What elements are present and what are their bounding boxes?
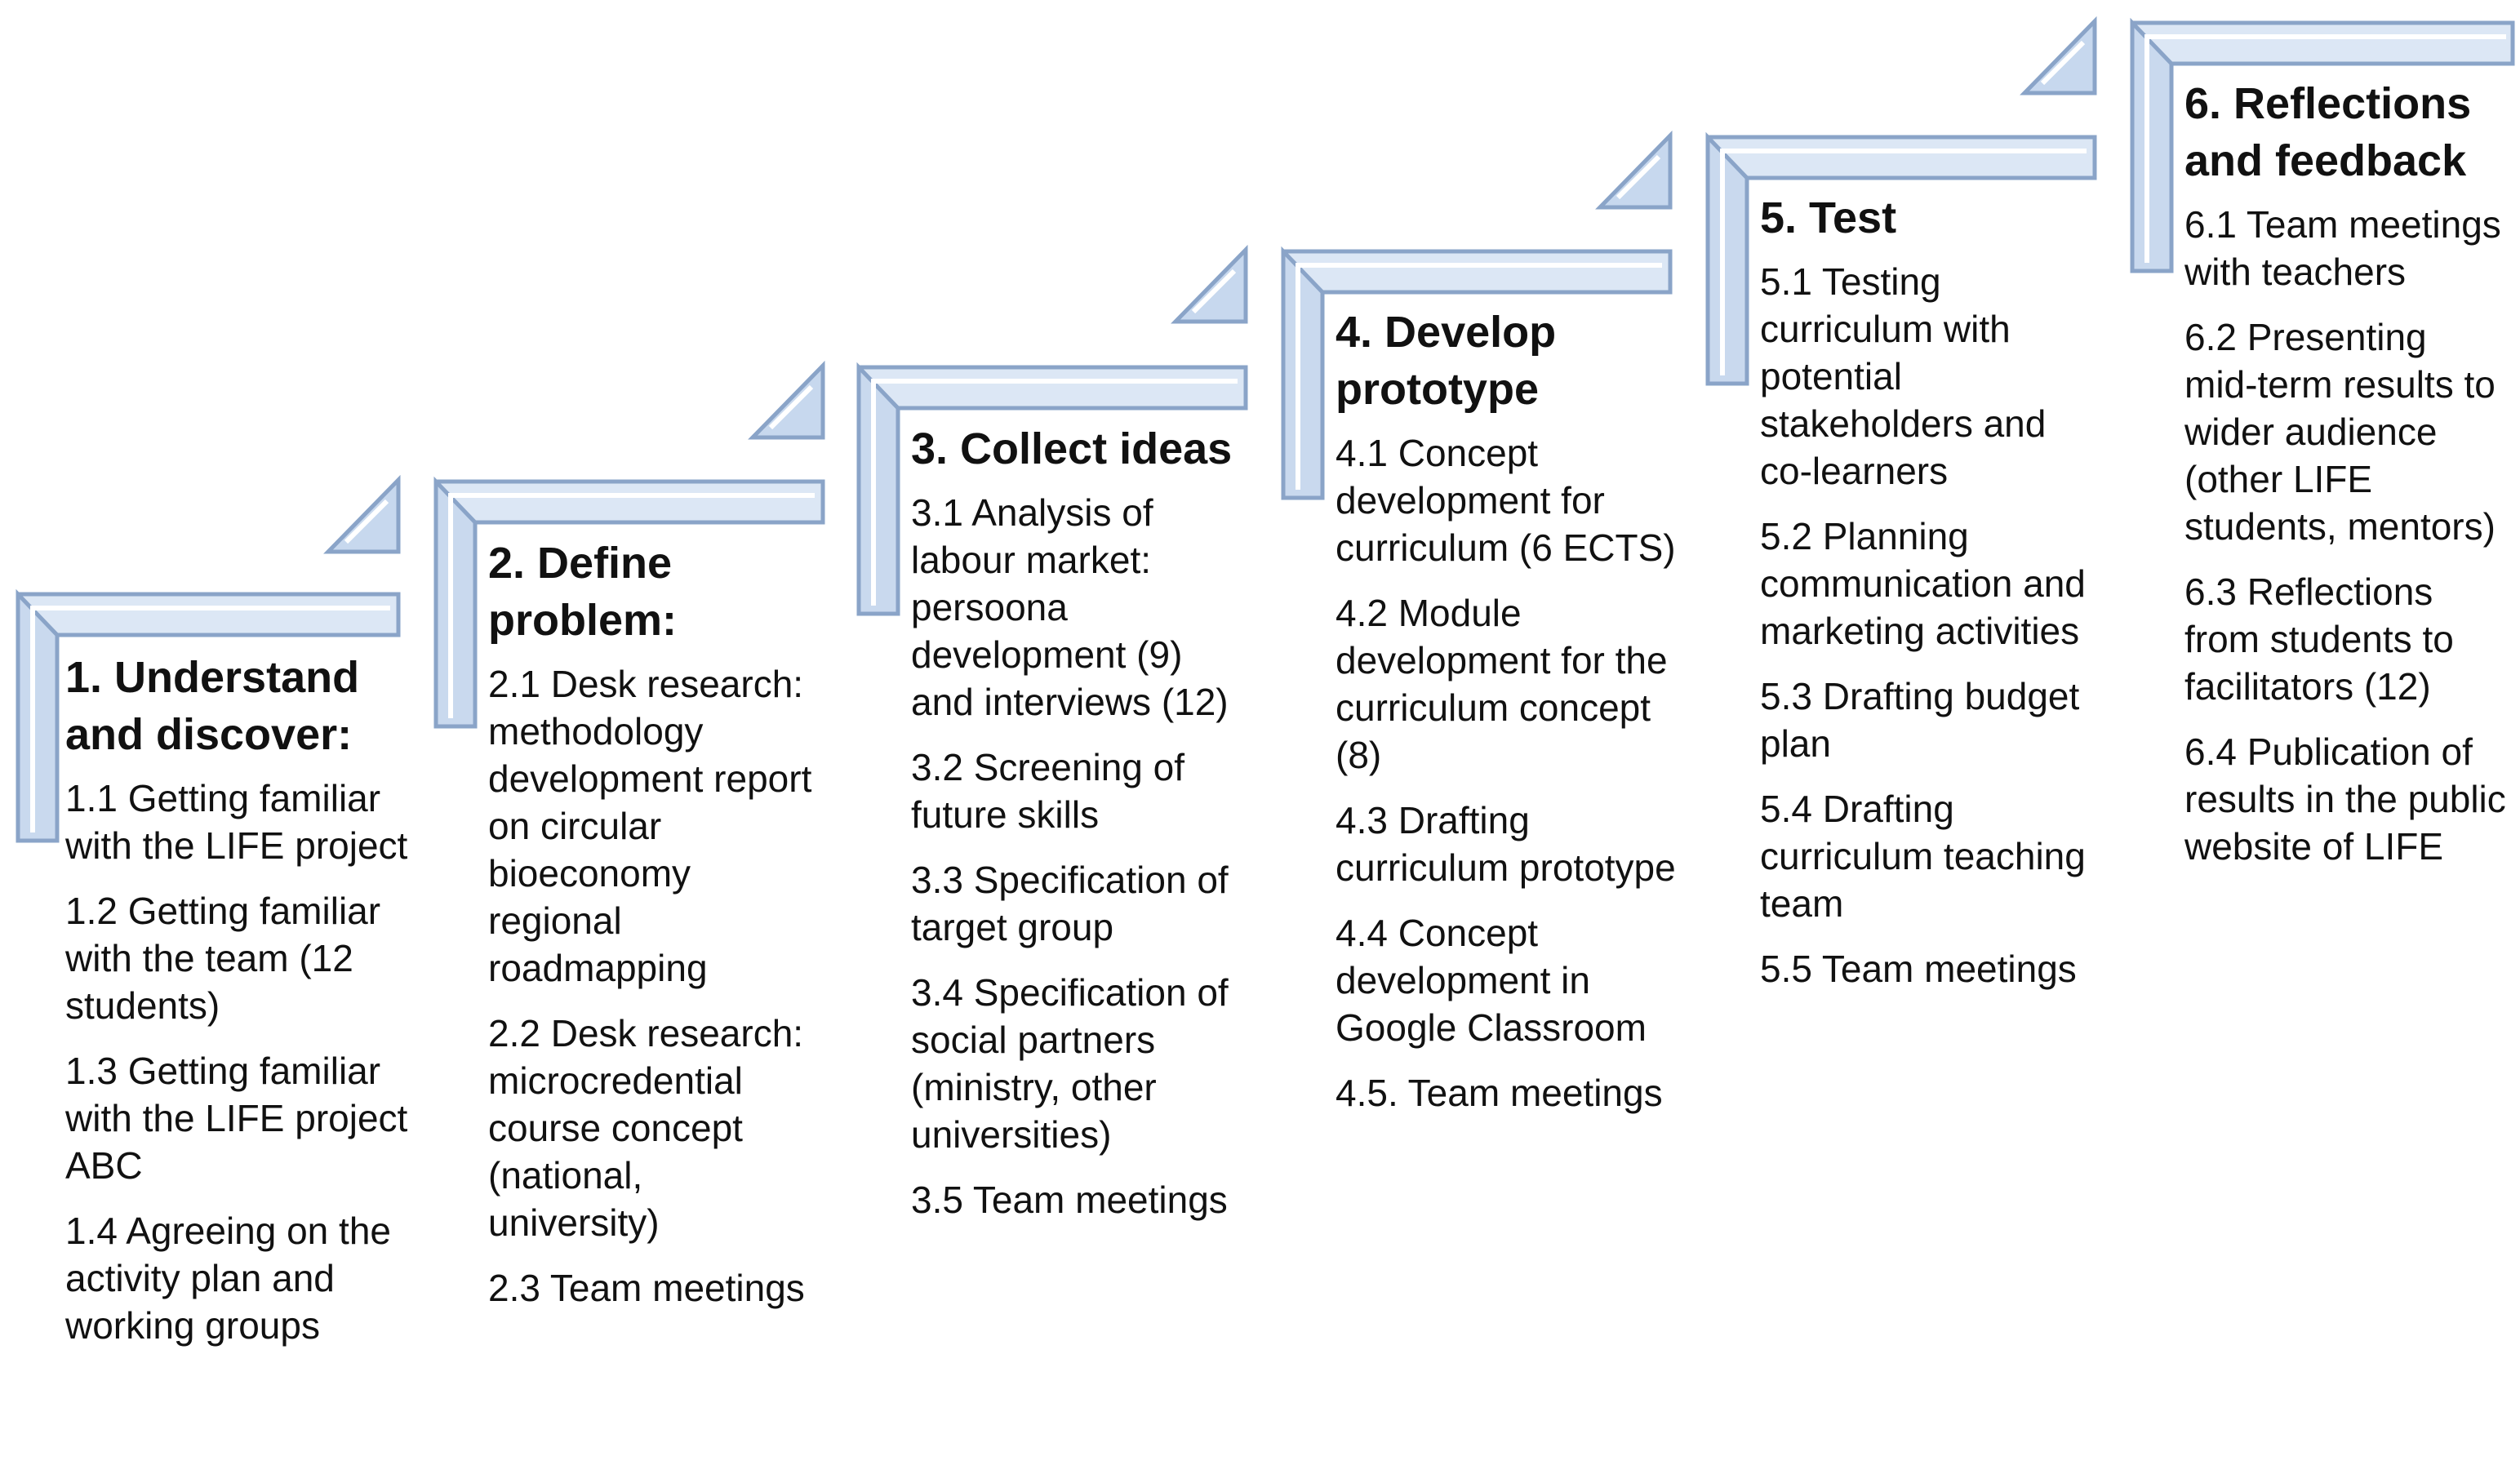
step-6: 6. Reflections and feedback 6.1 Team mee…	[2184, 75, 2507, 888]
step-5: 5. Test 5.1 Testing curriculum with pote…	[1760, 189, 2095, 1010]
step-3-item-4: 3.4 Specification of social partners (mi…	[911, 971, 1229, 1156]
step-5-title: 5. Test	[1760, 193, 1897, 242]
step-1-item-4: 1.4 Agreeing on the activity plan and wo…	[65, 1210, 391, 1347]
step-6-bracket-side	[2130, 17, 2174, 273]
step-5-bracket-highlight	[1720, 149, 2087, 375]
step-2-item-3: 2.3 Team meetings	[488, 1267, 805, 1309]
step-1-title: 1. Understand and discover:	[65, 653, 360, 759]
step-3-title: 3. Collect ideas	[911, 424, 1233, 473]
step-3-bracket-side	[856, 362, 900, 616]
step-4-bracket-top	[1281, 249, 1673, 295]
step-5-item-4: 5.4 Drafting curriculum teaching team	[1760, 788, 2086, 925]
step-2-bracket-side	[433, 476, 478, 729]
step-5-item-3: 5.3 Drafting budget plan	[1760, 675, 2080, 765]
step-2-item-1: 2.1 Desk research: methodology developme…	[488, 663, 812, 989]
step-2-corner-triangle	[748, 360, 825, 440]
step-2-bracket	[433, 360, 825, 729]
step-3-item-2: 3.2 Screening of future skills	[911, 746, 1185, 836]
step-4-bracket-side	[1281, 246, 1325, 500]
step-6-bracket-highlight	[2144, 34, 2506, 263]
step-2: 2. Define problem: 2.1 Desk research: me…	[488, 535, 815, 1330]
step-3-item-1: 3.1 Analysis of labour market: persoona …	[911, 491, 1229, 723]
step-6-item-1: 6.1 Team meetings with teachers	[2184, 203, 2501, 293]
step-4-item-3: 4.3 Drafting curriculum prototype	[1336, 799, 1676, 889]
step-6-bracket-top	[2130, 20, 2515, 66]
step-3-corner-highlight	[1191, 269, 1237, 314]
step-5-bracket-side	[1705, 131, 1749, 386]
step-5-bracket	[1705, 16, 2097, 386]
step-5-bracket-top	[1705, 135, 2097, 180]
step-5-item-5: 5.5 Team meetings	[1760, 948, 2077, 990]
step-3-bracket-top	[856, 365, 1248, 411]
step-1-item-3: 1.3 Getting familiar with the LIFE proje…	[65, 1050, 408, 1187]
step-1: 1. Understand and discover: 1.1 Getting …	[65, 649, 433, 1367]
step-4: 4. Develop prototype 4.1 Concept develop…	[1336, 304, 1678, 1134]
step-1-bracket-side	[16, 588, 60, 843]
step-4-item-4: 4.4 Concept development in Google Classr…	[1336, 912, 1647, 1049]
step-4-title: 4. Develop prototype	[1336, 308, 1557, 414]
step-4-corner-triangle	[1595, 130, 1673, 210]
step-1-bracket-highlight	[30, 606, 390, 832]
step-3-item-3: 3.3 Specification of target group	[911, 859, 1229, 948]
step-4-bracket	[1281, 130, 1673, 500]
step-4-bracket-highlight	[1296, 263, 1662, 490]
step-2-bracket-highlight	[448, 493, 815, 718]
step-1-bracket-top	[16, 592, 401, 637]
step-5-item-2: 5.2 Planning communication and marketing…	[1760, 515, 2086, 652]
step-6-item-4: 6.4 Publication of results in the public…	[2184, 730, 2506, 868]
step-6-item-3: 6.3 Reflections from students to facilit…	[2184, 571, 2454, 708]
step-6-bracket	[2130, 17, 2515, 273]
step-3-bracket-highlight	[871, 379, 1238, 606]
step-3-bracket	[856, 244, 1248, 616]
step-1-item-1: 1.1 Getting familiar with the LIFE proje…	[65, 777, 408, 867]
step-3-corner-triangle	[1171, 244, 1248, 324]
step-5-item-1: 5.1 Testing curriculum with potential st…	[1760, 260, 2047, 492]
step-4-item-2: 4.2 Module development for the curriculu…	[1336, 592, 1668, 776]
step-6-item-2: 6.2 Presenting mid-term results to wider…	[2184, 316, 2496, 548]
step-2-bracket-top	[433, 479, 825, 525]
step-2-item-2: 2.2 Desk research: microcredential cours…	[488, 1012, 804, 1244]
step-4-item-5: 4.5. Team meetings	[1336, 1072, 1663, 1114]
step-3: 3. Collect ideas 3.1 Analysis of labour …	[911, 420, 1238, 1241]
step-3-item-5: 3.5 Team meetings	[911, 1179, 1228, 1221]
step-6-title: 6. Reflections and feedback	[2184, 79, 2472, 185]
step-5-corner-triangle	[2020, 16, 2097, 95]
step-4-corner-highlight	[1616, 154, 1661, 200]
step-2-title: 2. Define problem:	[488, 539, 678, 645]
step-1-corner-triangle	[323, 474, 401, 554]
step-1-corner-highlight	[344, 499, 389, 544]
step-1-item-2: 1.2 Getting familiar with the team (12 s…	[65, 890, 381, 1027]
step-4-item-1: 4.1 Concept development for curriculum (…	[1336, 432, 1676, 569]
step-2-corner-highlight	[768, 384, 814, 430]
step-5-corner-highlight	[2040, 40, 2086, 86]
step-1-bracket	[16, 474, 401, 843]
